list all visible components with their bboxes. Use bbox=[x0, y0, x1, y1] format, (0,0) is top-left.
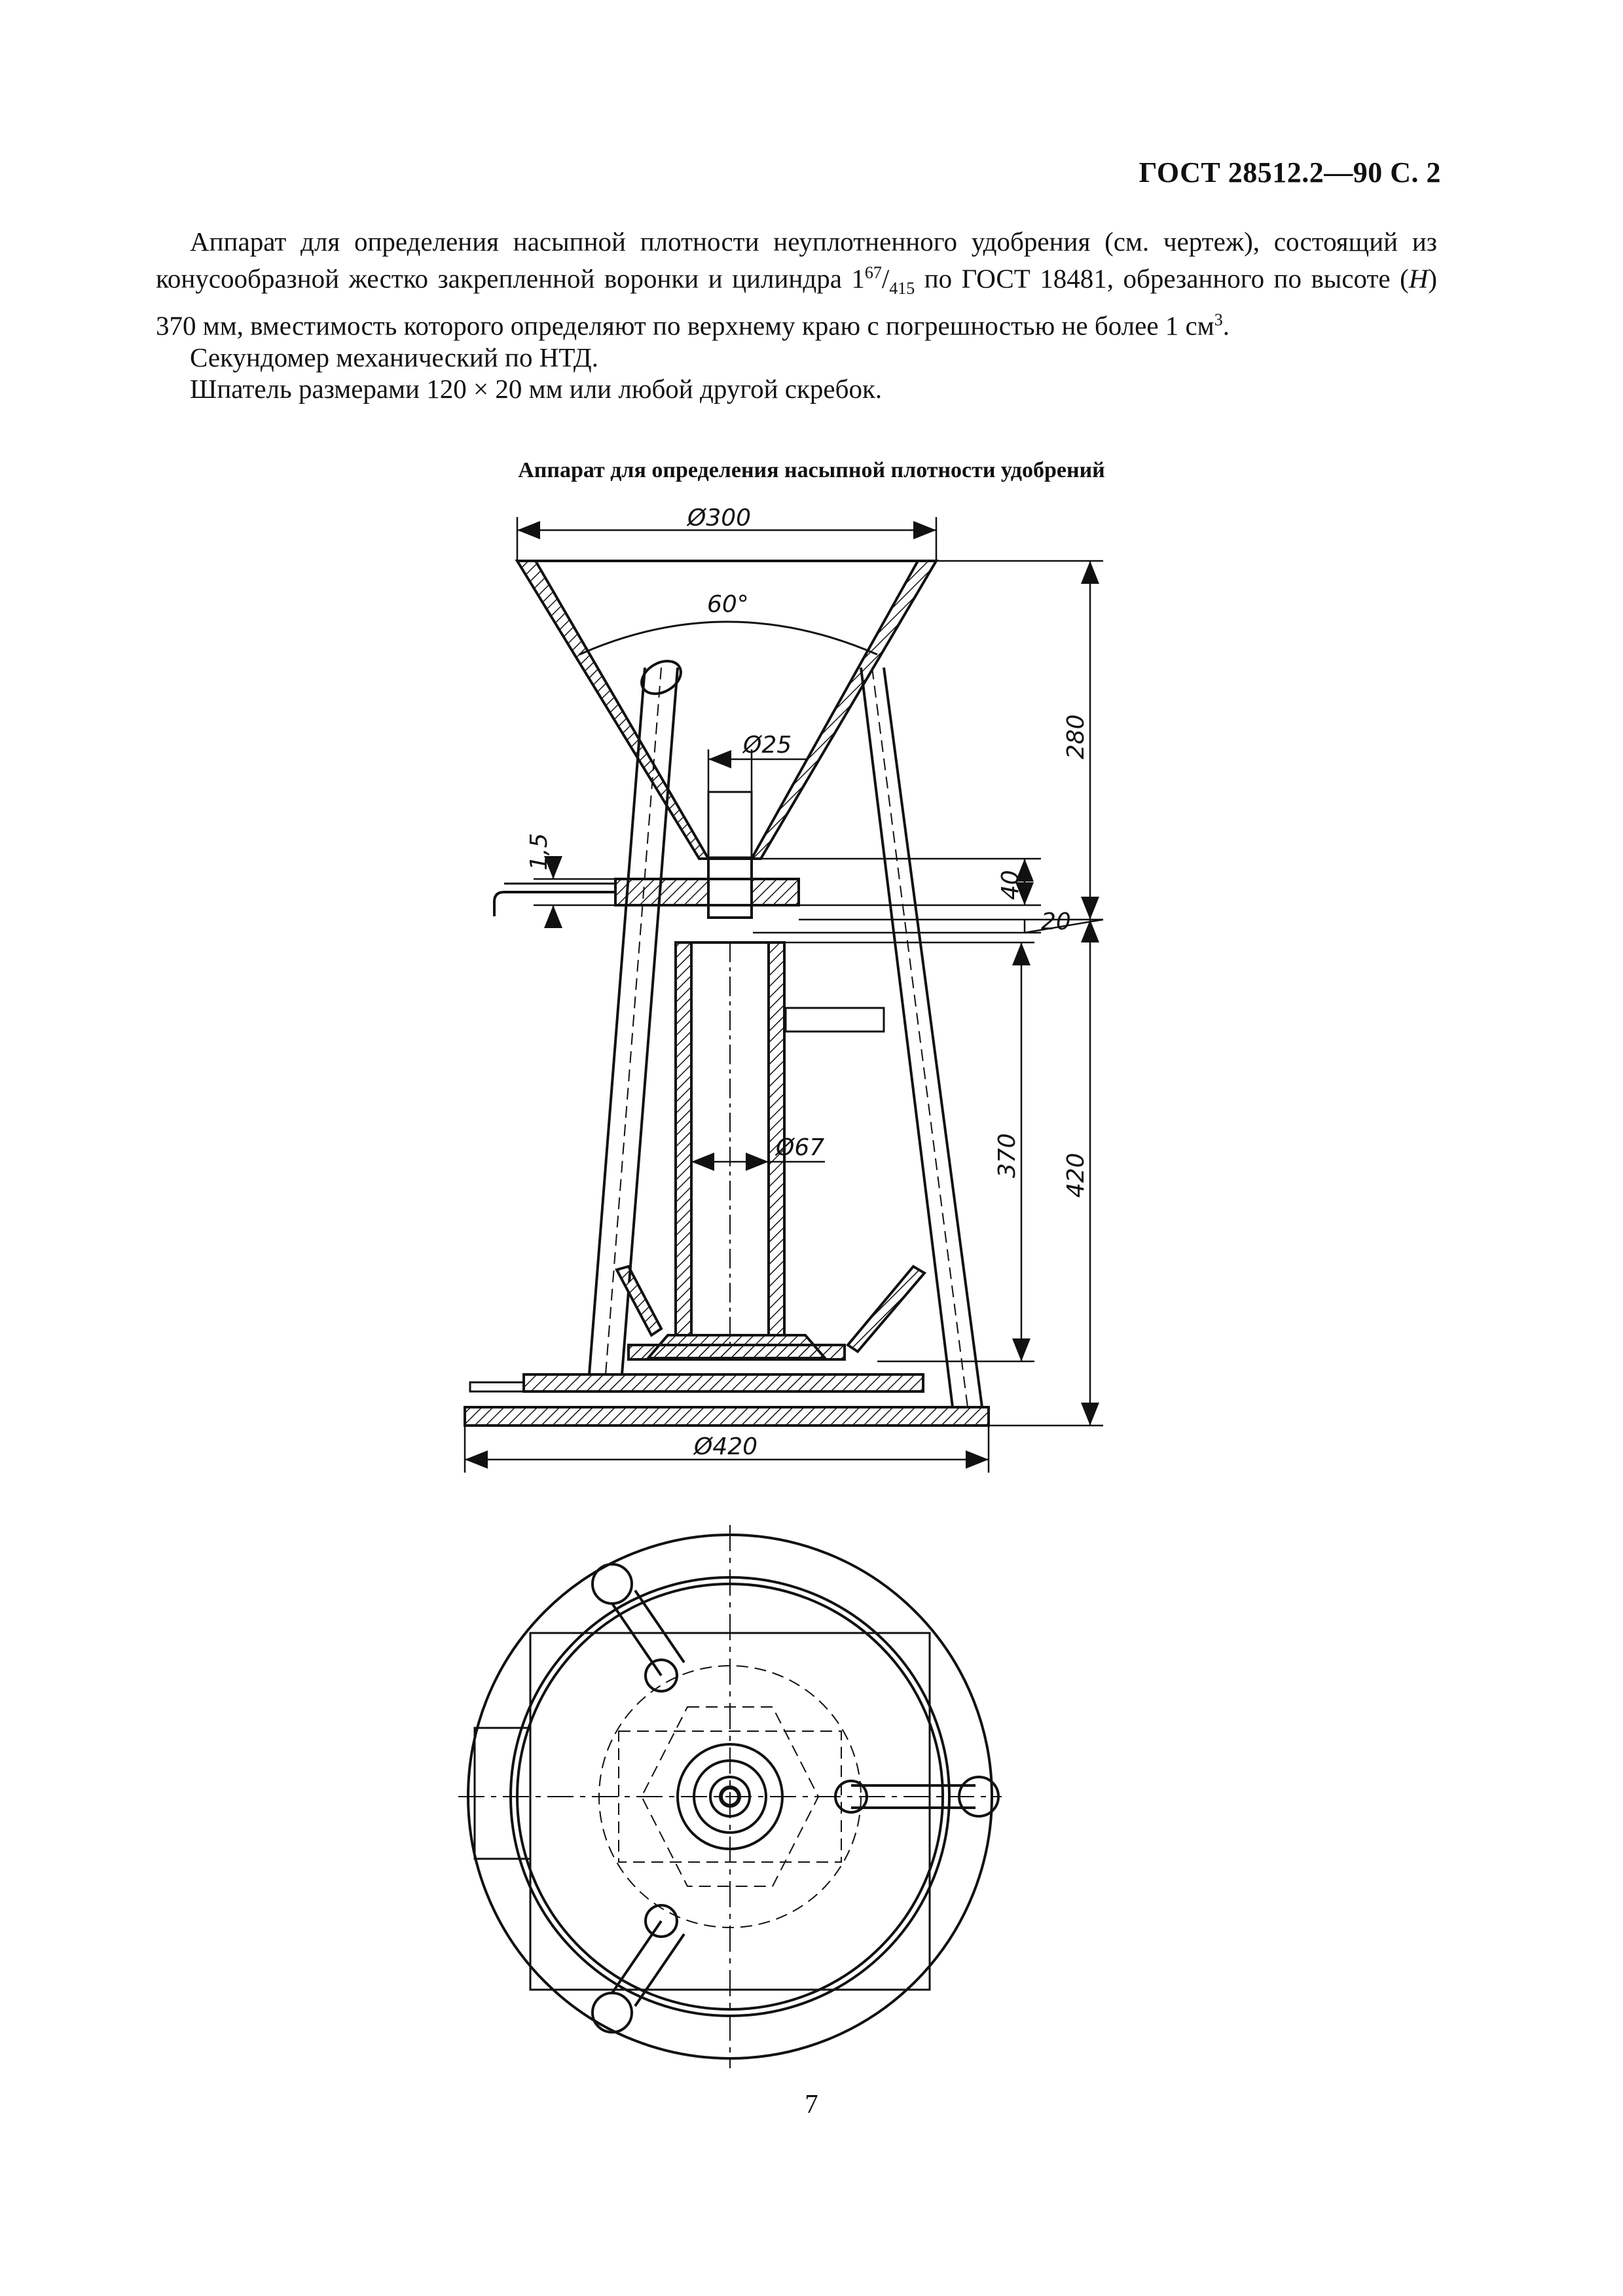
dim-h280: 280 bbox=[1063, 714, 1089, 759]
plan-view bbox=[458, 1525, 1002, 2068]
dim-h40: 40 bbox=[997, 870, 1024, 900]
spout bbox=[493, 791, 800, 919]
page-number: 7 bbox=[805, 2089, 818, 2119]
document-header: ГОСТ 28512.2—90 С. 2 bbox=[1139, 156, 1441, 188]
dimension-lines bbox=[464, 517, 1104, 1473]
right-leg bbox=[784, 667, 983, 1408]
dim-d300: Ø300 bbox=[686, 505, 751, 531]
dim-angle: 60° bbox=[707, 591, 749, 618]
dim-d420: Ø420 bbox=[693, 1433, 757, 1460]
dim-d25: Ø25 bbox=[742, 732, 792, 759]
dim-h420: 420 bbox=[1063, 1153, 1089, 1198]
dim-t15: 1,5 bbox=[526, 833, 553, 870]
dim-d67: Ø67 bbox=[775, 1134, 824, 1161]
left-leg bbox=[588, 660, 682, 1375]
paragraph-apparatus: Аппарат для определения насыпной плотнос… bbox=[156, 226, 1437, 341]
dim-h20: 20 bbox=[1041, 908, 1071, 935]
base bbox=[464, 1265, 990, 1427]
paragraph-stopwatch: Секундомер механический по НТД. bbox=[190, 342, 599, 372]
funnel bbox=[515, 560, 939, 860]
dim-h370: 370 bbox=[994, 1133, 1021, 1178]
paragraph-spatula: Шпатель размерами 120 × 20 мм или любой … bbox=[190, 373, 883, 404]
figure-title: Аппарат для определения насыпной плотнос… bbox=[518, 458, 1105, 482]
body-text: Аппарат для определения насыпной плотнос… bbox=[156, 226, 1437, 404]
cylinder bbox=[674, 941, 786, 1348]
